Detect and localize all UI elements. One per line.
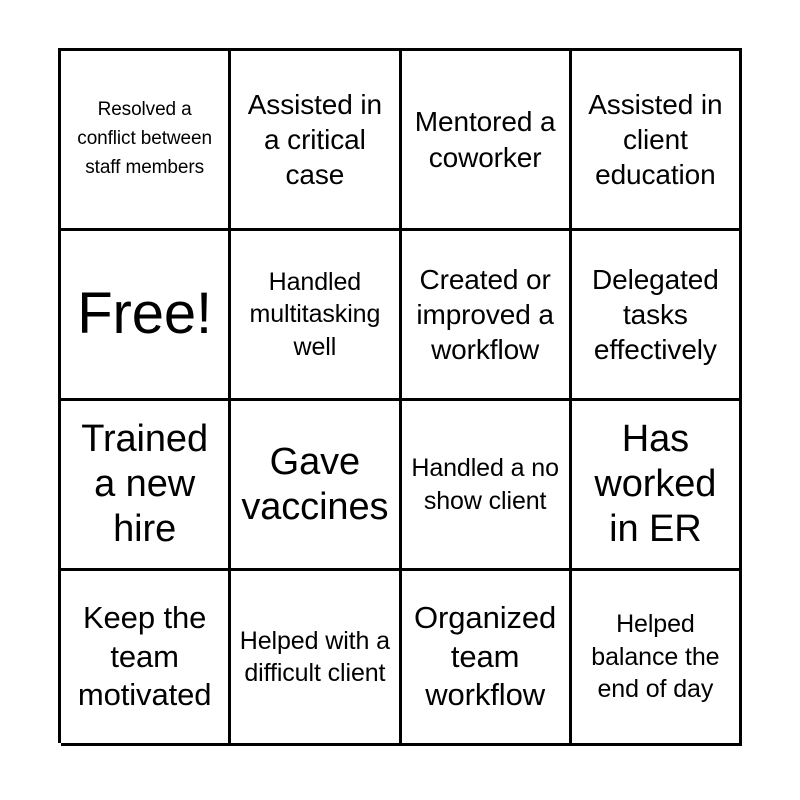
bingo-cell[interactable]: Keep the team motivated — [61, 571, 232, 746]
bingo-cell[interactable]: Helped balance the end of day — [571, 571, 742, 746]
bingo-cell-label: Created or improved a workflow — [416, 263, 554, 366]
bingo-cell-label: Handled a no show client — [411, 454, 559, 515]
bingo-cell[interactable]: Handled a no show client — [401, 401, 572, 571]
bingo-cell-label: Gave vaccines — [241, 440, 389, 528]
bingo-cell-label: Helped with a difficult client — [239, 626, 390, 688]
bingo-cell[interactable]: Assisted in client education — [571, 51, 742, 231]
bingo-cell[interactable]: Gave vaccines — [231, 401, 402, 571]
bingo-cell[interactable]: Created or improved a workflow — [401, 231, 572, 401]
bingo-cell-label: Organized team workflow — [414, 600, 557, 713]
bingo-cell-free-space[interactable]: Free! — [61, 231, 232, 401]
bingo-cell-label: Trained a new hire — [81, 418, 208, 550]
bingo-cell-label: Assisted in client education — [588, 88, 723, 191]
bingo-cell[interactable]: Delegated tasks effectively — [571, 231, 742, 401]
bingo-cell-label: Keep the team motivated — [77, 600, 212, 713]
bingo-card-grid: Resolved a conflict between staff member… — [58, 48, 742, 746]
bingo-cell-label: Handled multitasking well — [249, 267, 381, 361]
bingo-cell[interactable]: Assisted in a critical case — [231, 51, 402, 231]
bingo-cell-label: Delegated tasks effectively — [591, 263, 719, 366]
bingo-cell-label: Helped balance the end of day — [591, 610, 720, 704]
bingo-cell[interactable]: Mentored a coworker — [401, 51, 572, 231]
bingo-cell[interactable]: Helped with a difficult client — [231, 571, 402, 746]
bingo-cell[interactable]: Trained a new hire — [61, 401, 232, 571]
bingo-cell-label: Mentored a coworker — [414, 106, 556, 173]
bingo-cell-label: Assisted in a critical case — [247, 88, 383, 191]
bingo-cell[interactable]: Has worked in ER — [571, 401, 742, 571]
bingo-cell-label: Resolved a conflict between staff member… — [77, 99, 212, 178]
bingo-cell-label: Free! — [77, 281, 213, 347]
bingo-cell[interactable]: Organized team workflow — [401, 571, 572, 746]
bingo-cell-label: Has worked in ER — [594, 418, 717, 550]
bingo-cell[interactable]: Resolved a conflict between staff member… — [61, 51, 232, 231]
bingo-cell[interactable]: Handled multitasking well — [231, 231, 402, 401]
